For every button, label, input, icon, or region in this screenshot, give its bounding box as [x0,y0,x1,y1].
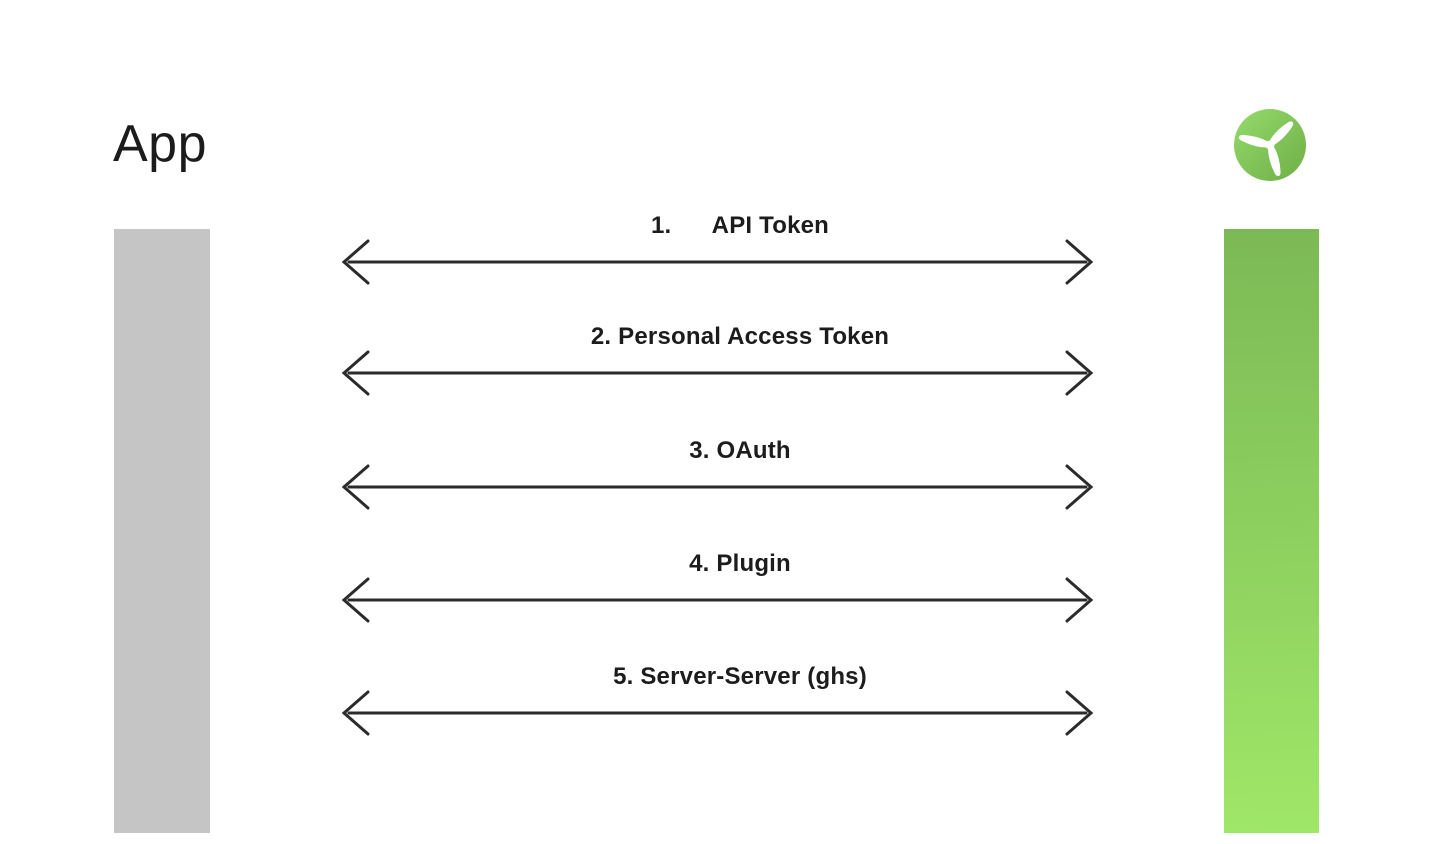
connection-label: 5. Server-Server (ghs) [613,663,867,690]
wind-turbine-icon [1234,109,1306,181]
connection-label: 4. Plugin [689,550,791,577]
connection-label: 1. API Token [650,212,830,239]
double-arrow [341,464,1094,510]
connection-label: 3. OAuth [689,437,791,464]
double-arrow [341,350,1094,396]
double-arrow [341,690,1094,736]
app-title: App [113,115,208,173]
connection-label: 2. Personal Access Token [590,323,890,350]
app-lifeline-bar [114,229,210,833]
double-arrow [341,239,1094,285]
service-lifeline-bar [1224,229,1319,833]
double-arrow [341,577,1094,623]
